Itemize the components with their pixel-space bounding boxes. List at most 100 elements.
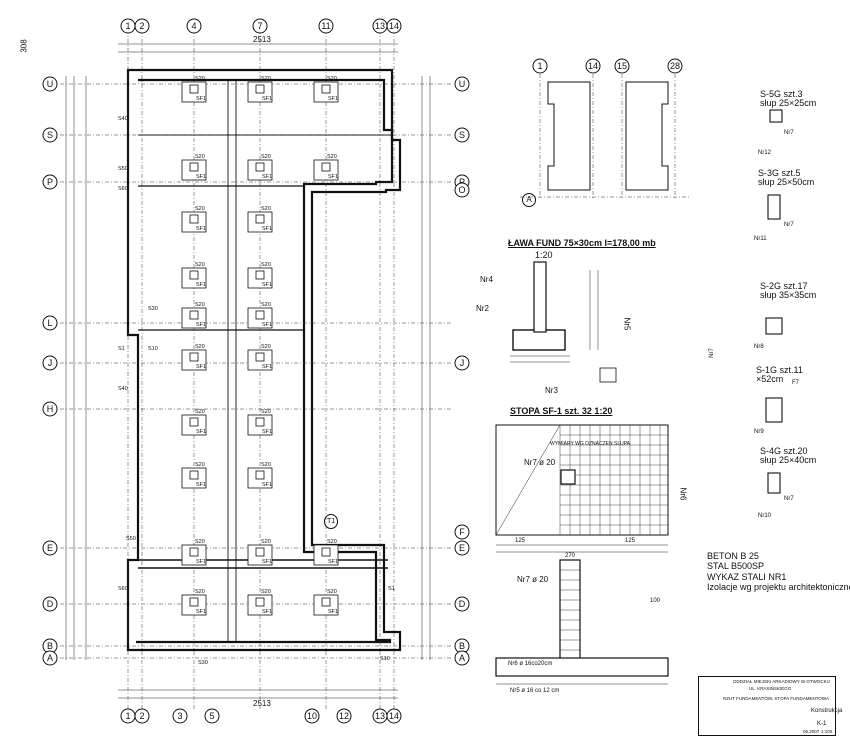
plan-dim-bottom: 2513 bbox=[253, 699, 271, 708]
column-label-5: S20 bbox=[261, 154, 271, 160]
column-label-24: S20 bbox=[327, 589, 337, 595]
tb-drawing: RZUT FUNDAMENTÓW, STOPA FUNDAMENTOWA bbox=[723, 696, 830, 701]
grid-left-H-text: H bbox=[47, 404, 54, 414]
pad-dim-1: 125 bbox=[515, 538, 526, 544]
pad-label-5: SF1 bbox=[262, 174, 272, 180]
grid-right-J-text: J bbox=[460, 358, 465, 368]
spec-steel-list: WYKAZ STALI NR1 bbox=[707, 571, 787, 582]
column-stub-7 bbox=[189, 214, 199, 224]
pad-label-7: SF1 bbox=[196, 226, 206, 232]
column-label-9: S20 bbox=[195, 262, 205, 268]
plan-side-note: 308 bbox=[19, 39, 29, 53]
spec-steel: STAL B500SP bbox=[707, 561, 765, 572]
grid-bottom-5-text: 5 bbox=[209, 711, 214, 721]
column-label-11: S20 bbox=[195, 302, 205, 308]
grid-bottom-3-text: 3 bbox=[177, 711, 182, 721]
pad-dim-2: 270 bbox=[565, 553, 576, 559]
grid-right-U: U bbox=[454, 76, 470, 92]
column-label-23: S20 bbox=[261, 589, 271, 595]
grid-right-O: O bbox=[454, 182, 470, 198]
grid-bottom-1-text: 1 bbox=[125, 711, 130, 721]
pad-label-11: SF1 bbox=[196, 322, 206, 328]
column-label-19: S20 bbox=[195, 539, 205, 545]
column-bar-2b: Nr11 bbox=[754, 236, 767, 242]
grid-top-2-text: 2 bbox=[139, 21, 144, 31]
grid-top-11: 11 bbox=[318, 18, 334, 34]
strip-footing-scale: 1:20 bbox=[535, 250, 553, 260]
column-label-14: S20 bbox=[261, 344, 271, 350]
grid-left-H: H bbox=[42, 401, 58, 417]
wall-label-12: S10 bbox=[380, 656, 390, 662]
pad-label-8: SF1 bbox=[262, 226, 272, 232]
grid-bottom-13: 13 bbox=[372, 708, 388, 724]
column-stub-18 bbox=[255, 470, 265, 480]
column-stub-9 bbox=[189, 270, 199, 280]
bar-label-nr5: Nr5 bbox=[622, 317, 632, 331]
pad-footing-title: STOPA SF-1 szt. 32 1:20 bbox=[510, 406, 613, 416]
column-label-13: S20 bbox=[195, 344, 205, 350]
grid-bottom-10: 10 bbox=[304, 708, 320, 724]
bar-label-nr3: Nr3 bbox=[545, 386, 558, 395]
grid-left-J-text: J bbox=[48, 358, 53, 368]
bar-label-nr4: Nr4 bbox=[480, 275, 493, 284]
elev-axis-15-text: 15 bbox=[617, 61, 627, 71]
grid-left-J: J bbox=[42, 355, 58, 371]
grid-top-4: 4 bbox=[186, 18, 202, 34]
grid-right-S-text: S bbox=[459, 130, 465, 140]
tb-office: ODDZIAŁ MIEJSKI ARKADIOWY W OTWOCKU bbox=[733, 679, 830, 684]
grid-left-A: A bbox=[42, 650, 58, 666]
grid-top-4-text: 4 bbox=[191, 21, 196, 31]
grid-bottom-1: 1 bbox=[120, 708, 136, 724]
grid-right-J: J bbox=[454, 355, 470, 371]
column-stub-14 bbox=[255, 352, 265, 362]
grid-right-O-text: O bbox=[458, 185, 465, 195]
column-stub-3 bbox=[321, 84, 331, 94]
strip-footing-title: ŁAWA FUND 75×30cm l=178,00 mb bbox=[508, 238, 656, 248]
column-label-12: S20 bbox=[261, 302, 271, 308]
column-bar-3a: Nr7 bbox=[708, 348, 715, 358]
grid-left-D: D bbox=[42, 596, 58, 612]
grid-bottom-10-text: 10 bbox=[307, 711, 317, 721]
grid-bottom-14-text: 14 bbox=[389, 711, 399, 721]
elev-axis-1-text: 1 bbox=[537, 61, 542, 71]
column-stub-15 bbox=[189, 417, 199, 427]
column-bar-5a: Nr7 bbox=[784, 496, 794, 502]
pad-bar-nr5: Nr5 ø 16 co 12 cm bbox=[510, 688, 560, 694]
pad-label-10: SF1 bbox=[262, 282, 272, 288]
column-label-17: S20 bbox=[195, 462, 205, 468]
column-bar-2a: Nr7 bbox=[784, 222, 794, 228]
strip-footing-section bbox=[510, 261, 617, 383]
column-stub-4 bbox=[189, 162, 199, 172]
tb-street: UL. KRASIŃSKIEGO bbox=[749, 686, 792, 691]
column-stub-23 bbox=[255, 597, 265, 607]
grid-right-E-text: E bbox=[459, 543, 465, 553]
grid-left-D-text: D bbox=[47, 599, 54, 609]
grid-left-E: E bbox=[42, 540, 58, 556]
wall-label-5: S1 bbox=[118, 346, 125, 352]
pad-footing-note: WYMIARY WG OZNACZEN SLUPA bbox=[550, 441, 631, 447]
grid-right-P-text: P bbox=[459, 177, 465, 187]
wall-label-7: S40 bbox=[118, 386, 128, 392]
grid-bottom-12-text: 12 bbox=[339, 711, 349, 721]
title-block: ODDZIAŁ MIEJSKI ARKADIOWY W OTWOCKU UL. … bbox=[698, 676, 842, 736]
column-label-15: S20 bbox=[195, 409, 205, 415]
pad-label-14: SF1 bbox=[262, 364, 272, 370]
column-label-20: S20 bbox=[261, 539, 271, 545]
grid-left-L: L bbox=[42, 315, 58, 331]
pad-label-9: SF1 bbox=[196, 282, 206, 288]
wall-label-6: S10 bbox=[148, 346, 158, 352]
pad-label-13: SF1 bbox=[196, 364, 206, 370]
column-stub-17 bbox=[189, 470, 199, 480]
pad-label-20: SF1 bbox=[262, 559, 272, 565]
column-label-18: S20 bbox=[261, 462, 271, 468]
grid-bottom-12: 12 bbox=[336, 708, 352, 724]
pad-label-23: SF1 bbox=[262, 609, 272, 615]
column-label-7: S20 bbox=[195, 206, 205, 212]
elev-axis-28-text: 28 bbox=[670, 61, 680, 71]
column-stub-16 bbox=[255, 417, 265, 427]
wall-label-9: S60 bbox=[118, 586, 128, 592]
